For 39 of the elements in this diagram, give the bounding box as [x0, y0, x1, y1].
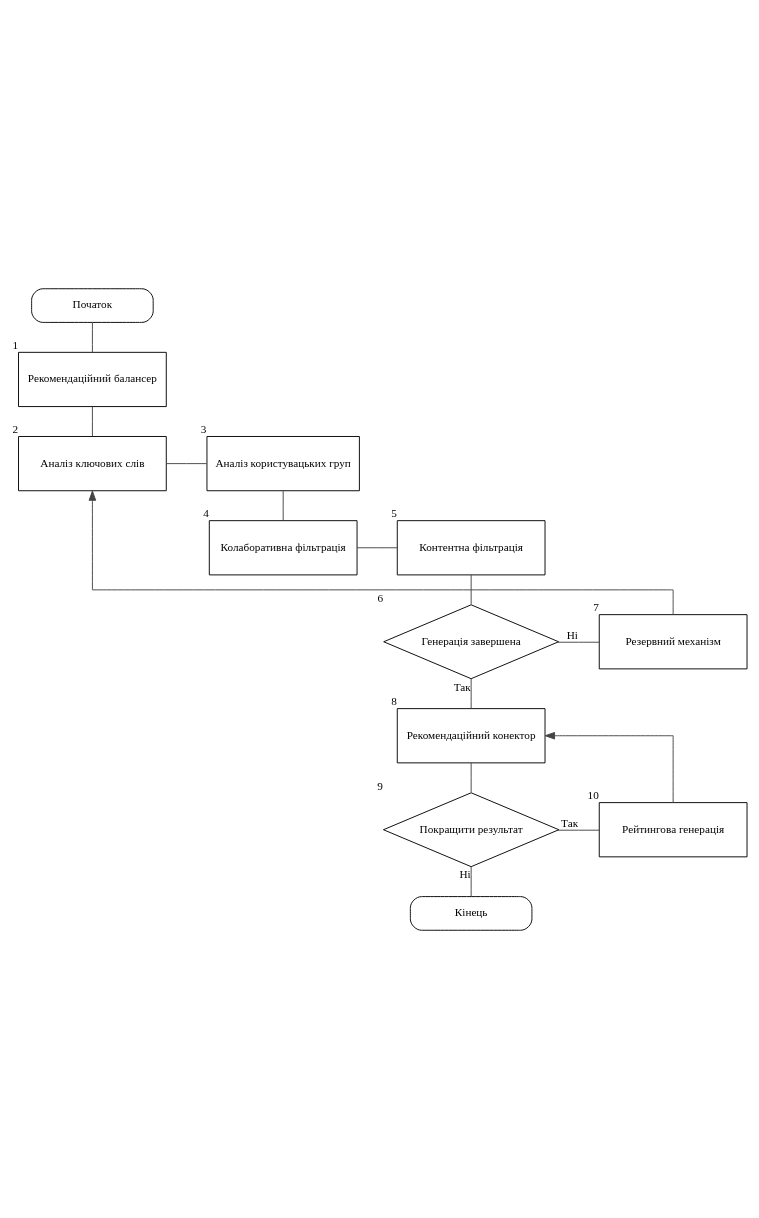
node-label: 4 — [203, 506, 209, 519]
node-label: 1 — [12, 338, 19, 351]
node-diamond: Генерація завершена — [383, 603, 560, 679]
node-box: Рейтингова генерація — [598, 801, 748, 857]
connector — [165, 462, 208, 464]
connector — [91, 406, 93, 437]
arrow — [88, 490, 674, 615]
node-box: Резервний механізм — [598, 613, 748, 669]
node-label: 8 — [391, 694, 397, 707]
connector — [91, 321, 93, 353]
connector — [470, 865, 472, 897]
node-box: Аналіз ключових слів — [18, 435, 167, 491]
node-box: Рекомендаційний балансер — [18, 351, 167, 407]
connector — [282, 490, 284, 521]
edge-label: Так — [453, 679, 471, 692]
connector — [557, 829, 600, 831]
node-label: 3 — [200, 422, 207, 435]
node-box: Колаборативна фільтрація — [208, 519, 358, 575]
node-label: 5 — [391, 506, 397, 519]
node-diamond: Покращити результат — [382, 791, 560, 867]
connector — [470, 761, 472, 793]
node-box: Аналіз користувацьких груп — [206, 435, 360, 491]
connector — [470, 677, 472, 709]
node-label: 2 — [12, 422, 19, 435]
node-box: Контентна фільтрація — [396, 519, 546, 575]
connector — [470, 574, 472, 605]
edge-label: Так — [561, 816, 579, 829]
node-label: 10 — [587, 788, 599, 801]
connector — [356, 546, 398, 548]
connector — [557, 641, 600, 643]
node-box: Рекомендаційний конектор — [396, 707, 546, 763]
node-box: Початок — [31, 287, 154, 323]
node-box: Кінець — [409, 895, 533, 931]
node-label: 9 — [377, 779, 383, 792]
edge-label: Ні — [566, 628, 578, 641]
arrow — [544, 731, 674, 803]
edge-label: Ні — [459, 867, 471, 880]
node-label: 6 — [377, 591, 384, 604]
node-label: 7 — [593, 600, 599, 613]
